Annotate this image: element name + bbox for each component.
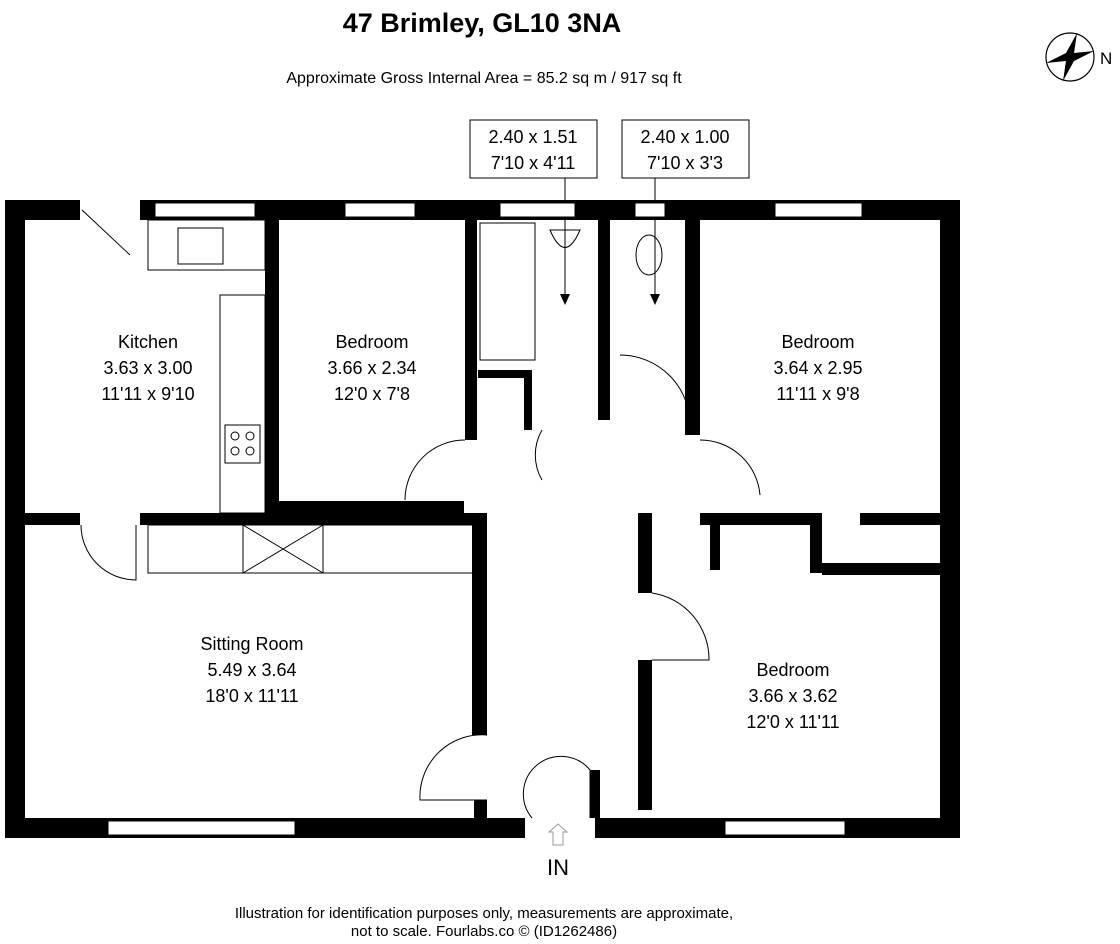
svg-text:12'0 x 11'11: 12'0 x 11'11	[746, 712, 839, 732]
entrance-label: IN	[547, 855, 569, 880]
svg-text:3.64 x 2.95: 3.64 x 2.95	[773, 358, 862, 378]
svg-text:7'10 x 3'3: 7'10 x 3'3	[647, 153, 723, 173]
room-sitting-room: Sitting Room 5.49 x 3.64 18'0 x 11'11	[200, 634, 303, 706]
svg-text:2.40 x 1.00: 2.40 x 1.00	[640, 127, 729, 147]
walls	[5, 200, 960, 838]
footer-credit: not to scale. Fourlabs.co © (ID1262486)	[351, 923, 617, 940]
svg-text:12'0 x 7'8: 12'0 x 7'8	[334, 384, 410, 404]
footer-disclaimer: Illustration for identification purposes…	[235, 905, 733, 922]
room-kitchen: Kitchen 3.63 x 3.00 11'11 x 9'10	[101, 332, 194, 404]
svg-text:11'11 x 9'8: 11'11 x 9'8	[776, 384, 859, 404]
fixtures	[80, 209, 761, 819]
svg-text:Bedroom: Bedroom	[781, 332, 854, 352]
svg-text:7'10 x 4'11: 7'10 x 4'11	[491, 153, 576, 173]
room-bedroom-2: Bedroom 3.64 x 2.95 11'11 x 9'8	[773, 332, 862, 404]
bathroom-dimensions-callout: 2.40 x 1.51 7'10 x 4'11	[469, 119, 598, 179]
svg-text:Bedroom: Bedroom	[335, 332, 408, 352]
svg-text:2.40 x 1.51: 2.40 x 1.51	[488, 127, 577, 147]
svg-text:5.49 x 3.64: 5.49 x 3.64	[207, 660, 296, 680]
room-bedroom-1: Bedroom 3.66 x 2.34 12'0 x 7'8	[327, 332, 416, 404]
svg-text:Kitchen: Kitchen	[118, 332, 178, 352]
gross-area: Approximate Gross Internal Area = 85.2 s…	[286, 70, 682, 87]
svg-text:Sitting Room: Sitting Room	[200, 634, 303, 654]
svg-text:3.66 x 2.34: 3.66 x 2.34	[327, 358, 416, 378]
svg-text:Bedroom: Bedroom	[756, 660, 829, 680]
svg-text:3.63 x 3.00: 3.63 x 3.00	[103, 358, 192, 378]
svg-text:18'0 x 11'11: 18'0 x 11'11	[205, 686, 298, 706]
entrance-arrow-icon	[547, 823, 569, 846]
room-bedroom-3: Bedroom 3.66 x 3.62 12'0 x 11'11	[746, 660, 839, 732]
compass-icon	[1045, 32, 1095, 82]
windows	[107, 202, 863, 836]
svg-text:11'11 x 9'10: 11'11 x 9'10	[101, 384, 194, 404]
plan-title: 47 Brimley, GL10 3NA	[343, 8, 622, 38]
compass-north-label: N	[1100, 49, 1112, 68]
wc-dimensions-callout: 2.40 x 1.00 7'10 x 3'3	[621, 119, 750, 179]
svg-text:3.66 x 3.62: 3.66 x 3.62	[748, 686, 837, 706]
